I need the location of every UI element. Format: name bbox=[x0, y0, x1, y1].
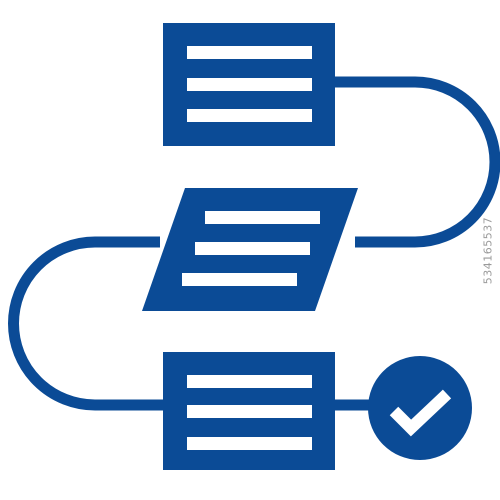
middle-parallelogram-box bbox=[142, 188, 358, 311]
check-circle-icon bbox=[368, 356, 472, 460]
middle-box-line-1 bbox=[205, 211, 320, 224]
bottom-document-box bbox=[163, 352, 335, 470]
top-document-box bbox=[163, 23, 335, 146]
watermark-id: 534165537 bbox=[481, 216, 495, 284]
middle-box-line-2 bbox=[195, 242, 310, 255]
bottom-box-line-3 bbox=[187, 437, 312, 450]
top-box-line-1 bbox=[187, 46, 312, 59]
stock-watermark: 534165537 bbox=[480, 0, 496, 500]
top-box-line-2 bbox=[187, 78, 312, 91]
bottom-box-line-2 bbox=[187, 405, 312, 418]
checkmark-icon bbox=[389, 389, 452, 437]
middle-box-line-3 bbox=[182, 273, 297, 286]
bottom-box-line-1 bbox=[187, 375, 312, 388]
top-box-line-3 bbox=[187, 109, 312, 122]
